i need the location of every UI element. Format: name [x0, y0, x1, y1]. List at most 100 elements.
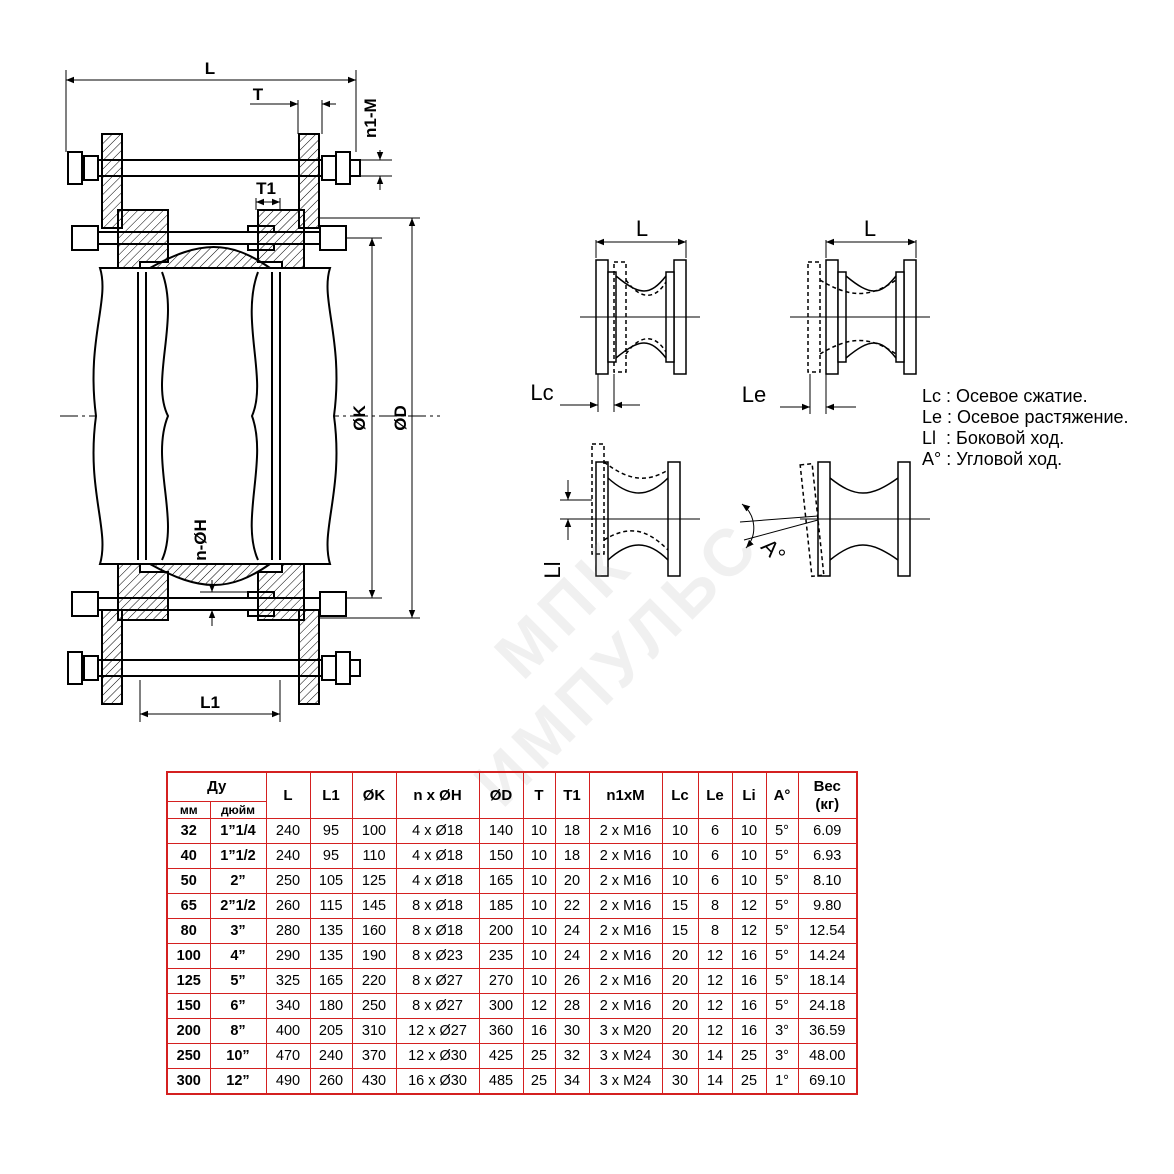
lateral-Ll: Ll — [540, 561, 565, 578]
header-col: A° — [765, 771, 799, 819]
table-cell-mm: 250 — [166, 1043, 211, 1069]
table-cell-d: 425 — [478, 1043, 524, 1069]
table-cell-li: 16 — [731, 968, 767, 994]
table-cell-inch: 10” — [209, 1043, 267, 1069]
table-cell-t1: 24 — [554, 943, 590, 969]
table-cell-li: 10 — [731, 818, 767, 844]
table-cell-le: 12 — [697, 943, 733, 969]
table-cell-k: 160 — [351, 918, 397, 944]
table-cell-k: 310 — [351, 1018, 397, 1044]
table-cell-le: 6 — [697, 843, 733, 869]
table-cell-t1: 28 — [554, 993, 590, 1019]
table-cell-l: 250 — [265, 868, 311, 894]
table-cell-n1m: 2 x M16 — [588, 818, 663, 844]
table-cell-n1m: 2 x M16 — [588, 943, 663, 969]
header-col: T — [522, 771, 556, 819]
header-col: ØK — [351, 771, 397, 819]
legend-item: Le : Осевое растяжение. — [922, 407, 1129, 427]
extension-Le: Le — [742, 382, 766, 407]
table-cell-l: 260 — [265, 893, 311, 919]
table-cell-inch: 6” — [209, 993, 267, 1019]
table-cell-li: 16 — [731, 1018, 767, 1044]
table-cell-l1: 205 — [309, 1018, 353, 1044]
table-cell-lc: 15 — [661, 893, 699, 919]
table-cell-n1m: 2 x M16 — [588, 968, 663, 994]
table-cell-n1m: 3 x M24 — [588, 1068, 663, 1095]
table-cell-d: 300 — [478, 993, 524, 1019]
compression-L: L — [636, 216, 648, 241]
table-cell-a: 5° — [765, 943, 799, 969]
table-cell-li: 10 — [731, 868, 767, 894]
header-inch: дюйм — [209, 801, 267, 819]
header-col: Lc — [661, 771, 699, 819]
table-cell-a: 5° — [765, 968, 799, 994]
table-cell-l1: 135 — [309, 943, 353, 969]
table-cell-lc: 30 — [661, 1043, 699, 1069]
table-cell-mm: 200 — [166, 1018, 211, 1044]
table-cell-nh: 8 x Ø23 — [395, 943, 480, 969]
table-cell-d: 485 — [478, 1068, 524, 1095]
table-cell-l: 470 — [265, 1043, 311, 1069]
table-cell-a: 5° — [765, 893, 799, 919]
table-cell-mm: 150 — [166, 993, 211, 1019]
table-cell-l: 325 — [265, 968, 311, 994]
table-cell-mm: 300 — [166, 1068, 211, 1095]
table-cell-l1: 115 — [309, 893, 353, 919]
table-cell-le: 14 — [697, 1068, 733, 1095]
table-cell-n1m: 2 x M16 — [588, 843, 663, 869]
table-cell-l1: 260 — [309, 1068, 353, 1095]
header-col: L1 — [309, 771, 353, 819]
table-cell-t1: 18 — [554, 818, 590, 844]
table-cell-l1: 135 — [309, 918, 353, 944]
table-cell-t: 10 — [522, 893, 556, 919]
table-cell-nh: 12 x Ø30 — [395, 1043, 480, 1069]
table-cell-d: 235 — [478, 943, 524, 969]
table-cell-le: 12 — [697, 1018, 733, 1044]
header-col: ØD — [478, 771, 524, 819]
table-cell-t1: 32 — [554, 1043, 590, 1069]
table-cell-t1: 30 — [554, 1018, 590, 1044]
table-cell-n1m: 2 x M16 — [588, 868, 663, 894]
table-cell-weight: 12.54 — [797, 918, 858, 944]
table-cell-inch: 3” — [209, 918, 267, 944]
extension-view — [780, 238, 930, 414]
table-cell-d: 185 — [478, 893, 524, 919]
table-cell-l1: 95 — [309, 818, 353, 844]
table-cell-nh: 8 x Ø27 — [395, 993, 480, 1019]
table-cell-lc: 20 — [661, 968, 699, 994]
table-cell-li: 12 — [731, 893, 767, 919]
table-cell-weight: 14.24 — [797, 943, 858, 969]
table-cell-k: 125 — [351, 868, 397, 894]
table-cell-k: 370 — [351, 1043, 397, 1069]
table-cell-weight: 8.10 — [797, 868, 858, 894]
table-cell-li: 25 — [731, 1043, 767, 1069]
lower-tie-rod — [67, 607, 361, 705]
angular-view — [739, 461, 930, 578]
table-cell-mm: 80 — [166, 918, 211, 944]
header-col: T1 — [554, 771, 590, 819]
table-cell-le: 14 — [697, 1043, 733, 1069]
table-cell-a: 5° — [765, 918, 799, 944]
table-cell-n1m: 2 x M16 — [588, 993, 663, 1019]
table-cell-weight: 6.09 — [797, 818, 858, 844]
table-cell-inch: 8” — [209, 1018, 267, 1044]
table-cell-mm: 65 — [166, 893, 211, 919]
table-cell-nh: 8 x Ø18 — [395, 918, 480, 944]
table-cell-k: 145 — [351, 893, 397, 919]
table-cell-t1: 24 — [554, 918, 590, 944]
compression-Lc: Lc — [530, 380, 553, 405]
dim-L1: L1 — [200, 693, 220, 712]
table-cell-lc: 20 — [661, 943, 699, 969]
table-cell-t: 25 — [522, 1043, 556, 1069]
rubber-bellow — [92, 267, 338, 565]
table-cell-nh: 8 x Ø18 — [395, 893, 480, 919]
dimensions-table: Ду L L1 ØK n x ØH ØD T T1 n1xM Lc Le Li … — [166, 771, 858, 1095]
